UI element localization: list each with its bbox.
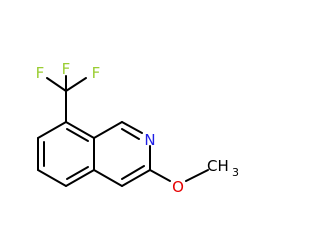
atom-methyl-subscript: 3 [232,166,239,179]
atom-methyl: CH [207,157,229,175]
bond-c5-c4a [65,169,95,187]
bond-lines [37,75,209,187]
bond-cf3-f-right [65,77,87,92]
atom-f-left: F [36,64,45,82]
bond-c5-c4a-inner [66,166,89,180]
bond-c6-c5 [37,169,67,187]
bond-c3-c4 [121,169,151,187]
atom-oxygen: O [172,178,184,196]
bond-c8a-c1 [93,121,123,139]
bond-c1-n2 [121,121,143,134]
molecule-structure: F F F N O CH 3 [36,60,239,196]
bond-c8a-c8-inner [66,128,89,142]
bond-c8-c7 [37,121,67,139]
bond-c3-o [149,169,171,182]
atom-f-top: F [62,60,71,78]
bond-c3-c4-inner [121,165,145,180]
atom-f-right: F [92,64,101,82]
bond-c4-c4a [93,169,123,187]
bond-cf3-f-left [46,77,67,92]
bond-o-ch3 [185,169,209,182]
bond-c1-n2-inner [121,128,140,140]
bond-c8a-c8 [65,121,95,139]
atom-nitrogen: N [144,131,155,149]
